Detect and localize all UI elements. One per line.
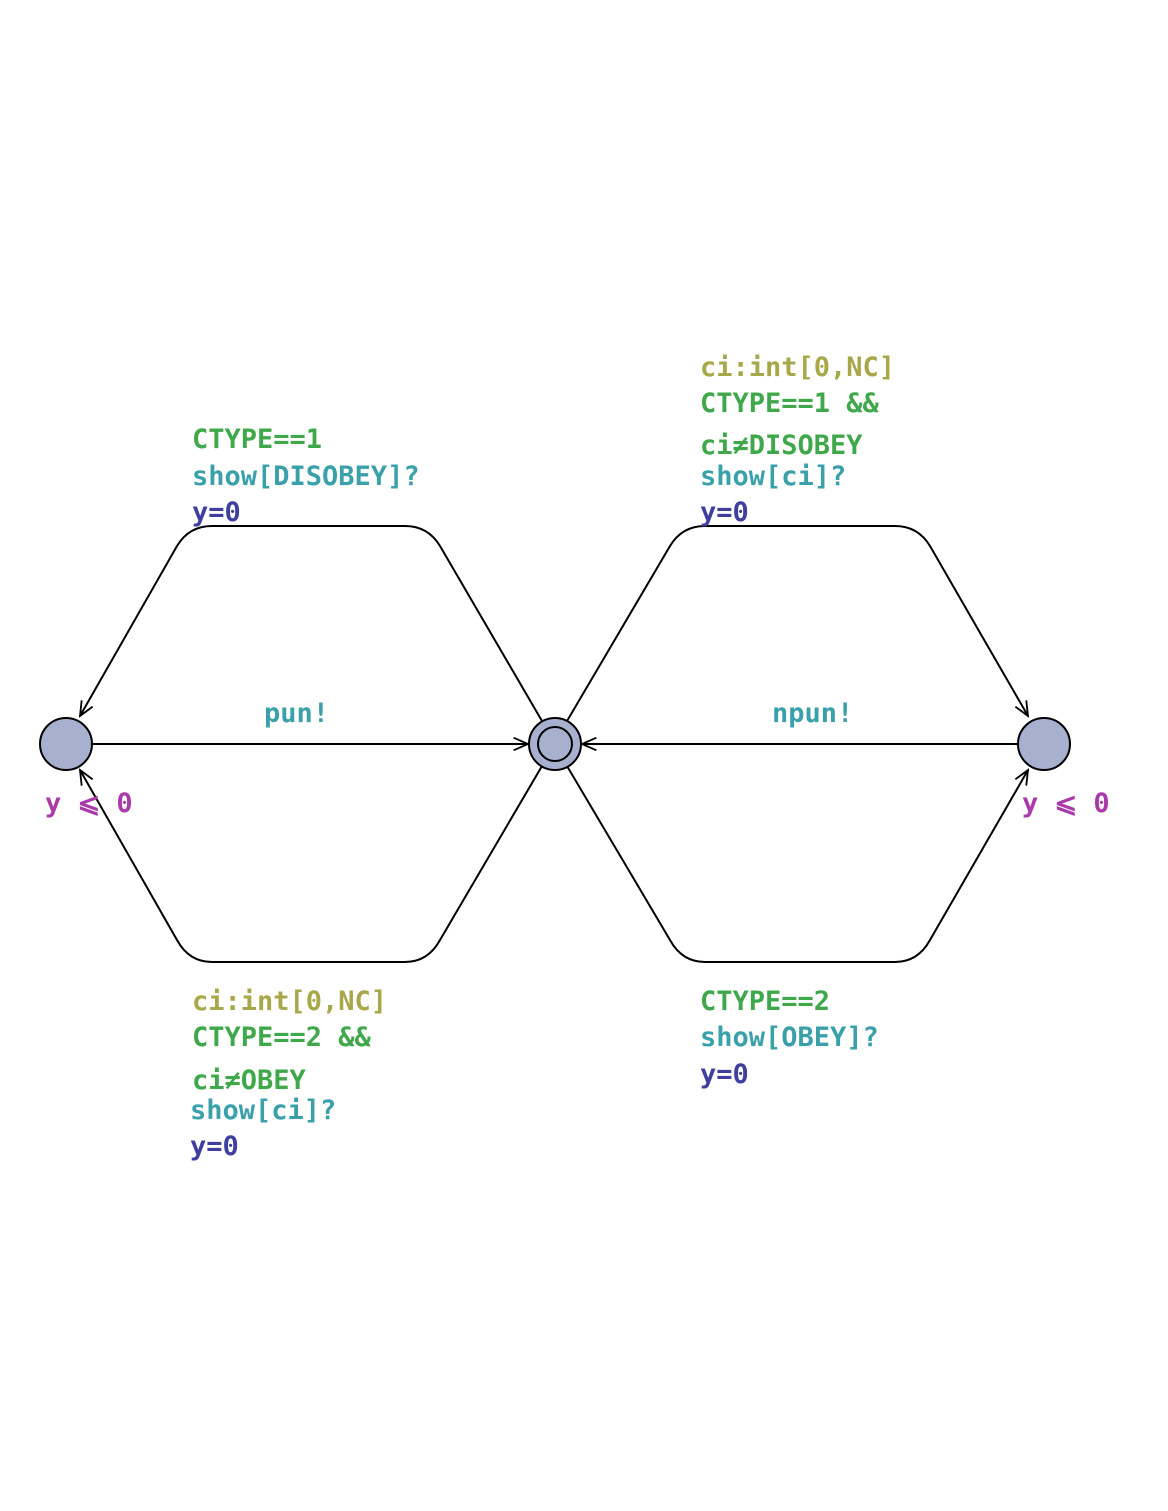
location-right <box>1017 717 1071 771</box>
lower-left-guard-line1: CTYPE==2 && <box>192 1022 372 1053</box>
upper-right-assign: y=0 <box>700 497 749 528</box>
lower-left-guard-line2: ci≠OBEY <box>192 1065 307 1096</box>
left-to-center-sync: pun! <box>264 698 329 729</box>
edge-lower-right <box>566 765 1028 963</box>
lower-right-assign: y=0 <box>700 1059 749 1090</box>
right-invariant: y ⩽ 0 <box>1022 788 1110 819</box>
edge-upper-right <box>566 525 1028 722</box>
upper-left-sync: show[DISOBEY]? <box>192 461 420 492</box>
location-left <box>39 717 93 771</box>
edge-lower-left <box>80 765 543 963</box>
upper-right-sync: show[ci]? <box>700 461 846 492</box>
upper-left-guard: CTYPE==1 <box>192 424 322 455</box>
edge-upper-left <box>80 525 543 722</box>
lower-left-assign: y=0 <box>190 1131 239 1162</box>
lower-right-sync: show[OBEY]? <box>700 1022 879 1053</box>
upper-right-guard-line1: CTYPE==1 && <box>700 388 880 419</box>
upper-right-guard-line2: ci≠DISOBEY <box>700 430 863 461</box>
lower-left-sync: show[ci]? <box>190 1095 336 1126</box>
left-invariant: y ⩽ 0 <box>45 788 133 819</box>
location-center-initial-ring <box>537 726 573 762</box>
right-to-center-sync: npun! <box>772 698 853 729</box>
lower-right-guard: CTYPE==2 <box>700 986 830 1017</box>
lower-left-select: ci:int[0,NC] <box>192 986 387 1017</box>
upper-left-assign: y=0 <box>192 497 241 528</box>
upper-right-select: ci:int[0,NC] <box>700 352 895 383</box>
